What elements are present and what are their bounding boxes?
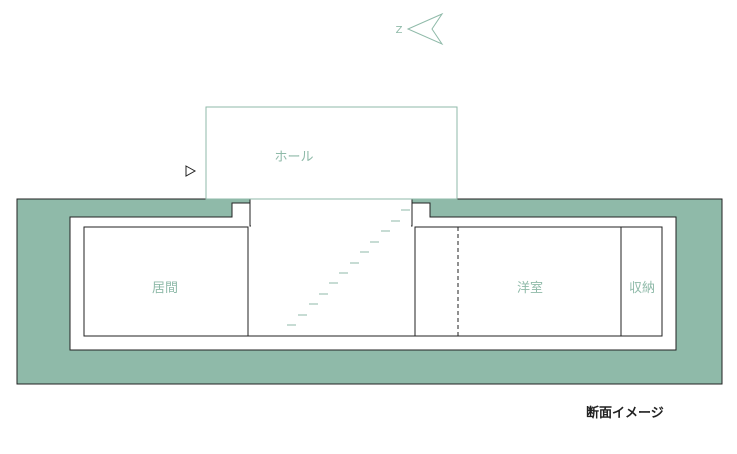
western-room-label: 洋室 <box>517 280 543 296</box>
north-arrow-icon: Z <box>396 12 444 46</box>
storage-label: 収納 <box>629 281 655 296</box>
living-label: 居間 <box>152 281 178 296</box>
living-room <box>83 226 249 337</box>
stair-treads <box>287 209 410 326</box>
north-mark-label: Z <box>396 25 403 36</box>
hall-label: ホール <box>274 150 313 165</box>
entry-triangle-icon <box>185 165 197 177</box>
diagram-caption: 断面イメージ <box>586 406 664 421</box>
stairwell-opening <box>251 199 411 227</box>
hall-outline <box>205 106 458 200</box>
